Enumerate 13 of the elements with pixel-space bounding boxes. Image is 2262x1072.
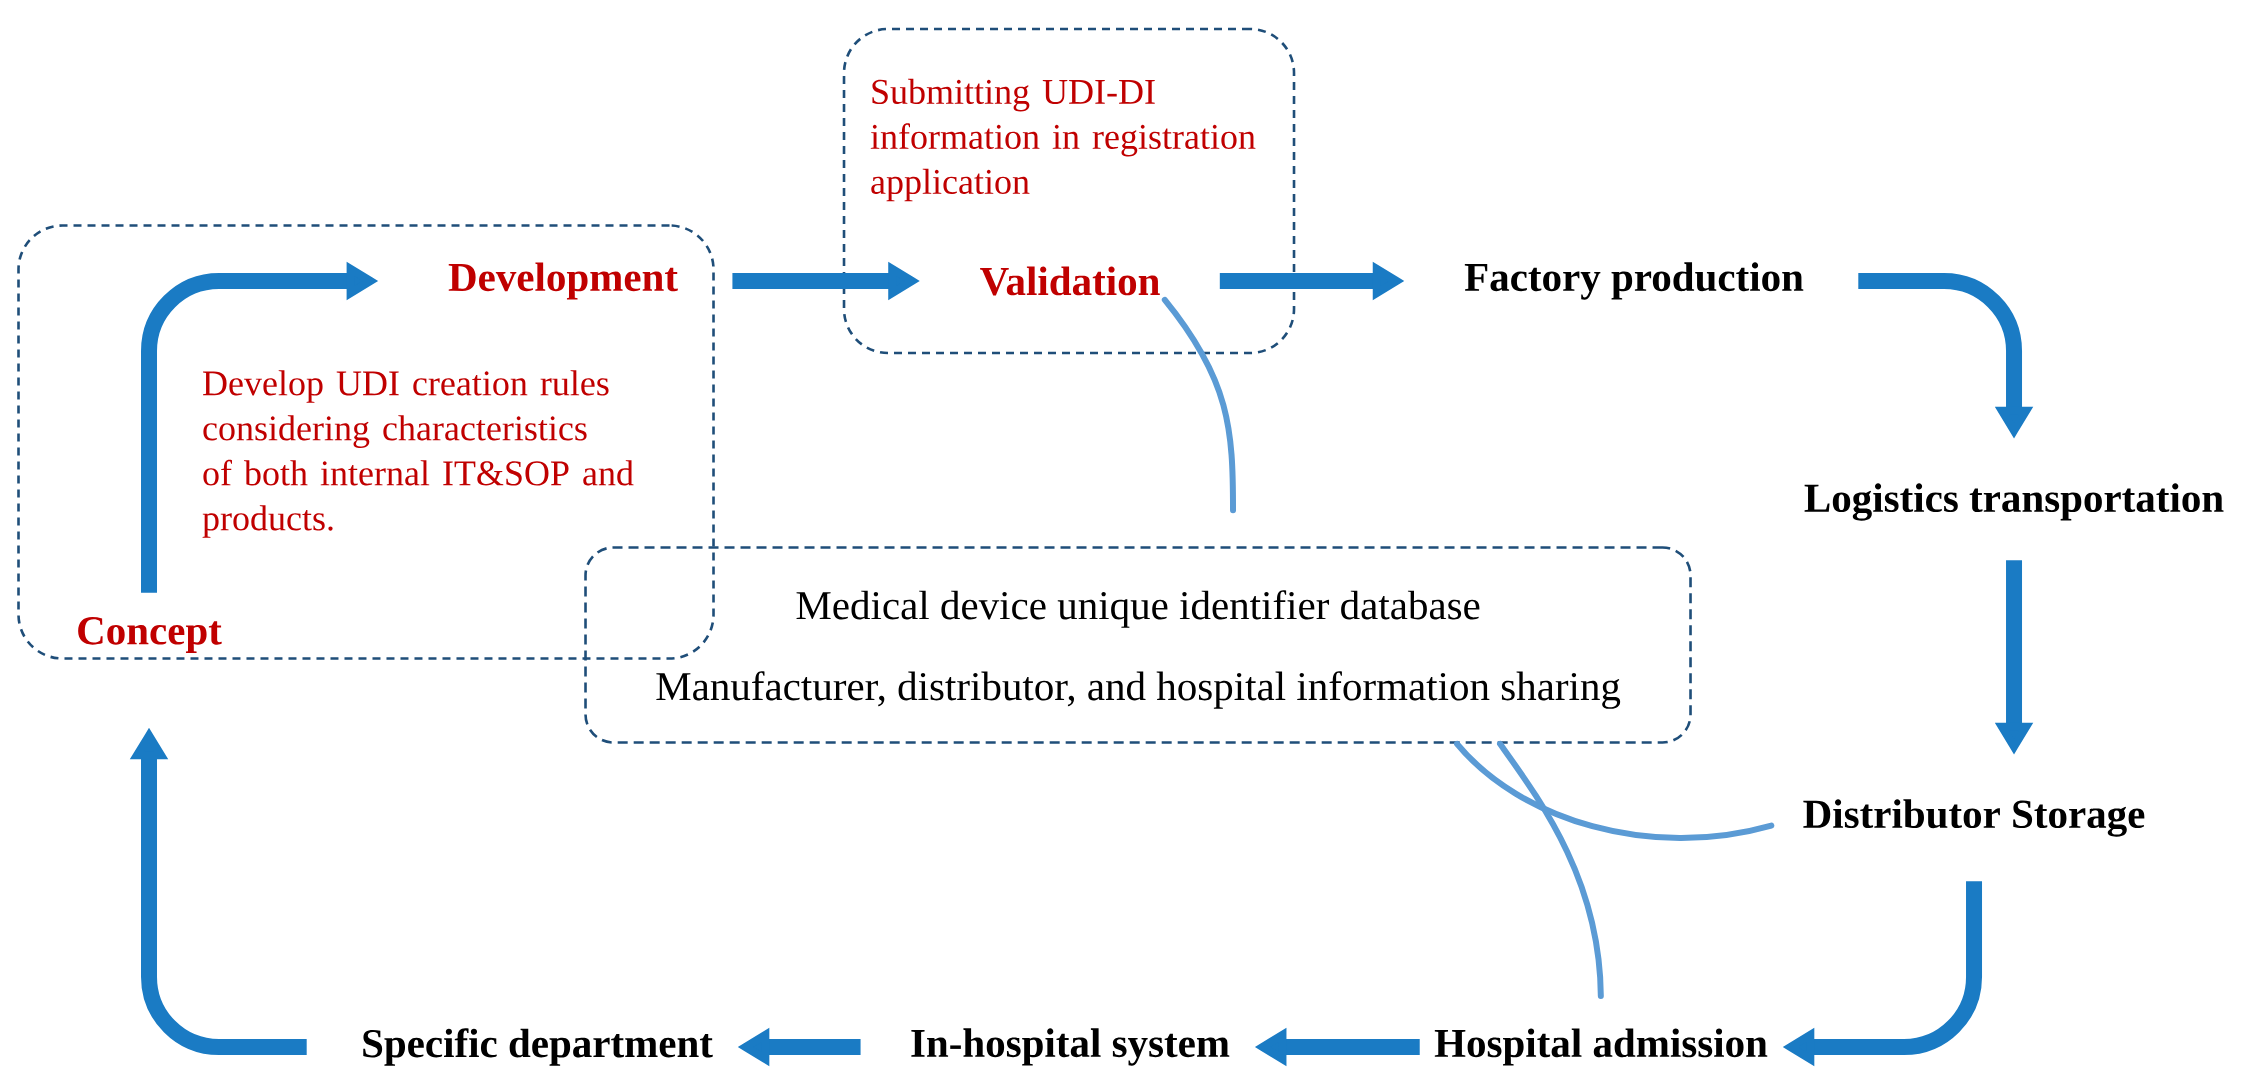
connector-line — [1454, 740, 1775, 842]
stage-label: Hospital admission — [1434, 1028, 1768, 1066]
stage-label: In-hospital system — [911, 1028, 1230, 1066]
stage-label: Specific department — [363, 1028, 713, 1066]
stage-label: Logistics transportation — [1804, 483, 2224, 521]
stage-label: Distributor Storage — [1803, 799, 2145, 837]
stage-label: Factory production — [1464, 262, 1804, 300]
connector-line — [1161, 296, 1236, 514]
stage-label: Concept — [78, 617, 222, 653]
database-box: Medical device unique identifier database Manufacturer, distributor, and hospital information sharing — [584, 546, 1692, 744]
stage-label: Development — [448, 262, 678, 300]
connector-line — [1497, 740, 1604, 1000]
stage-label: Validation — [980, 266, 1160, 296]
